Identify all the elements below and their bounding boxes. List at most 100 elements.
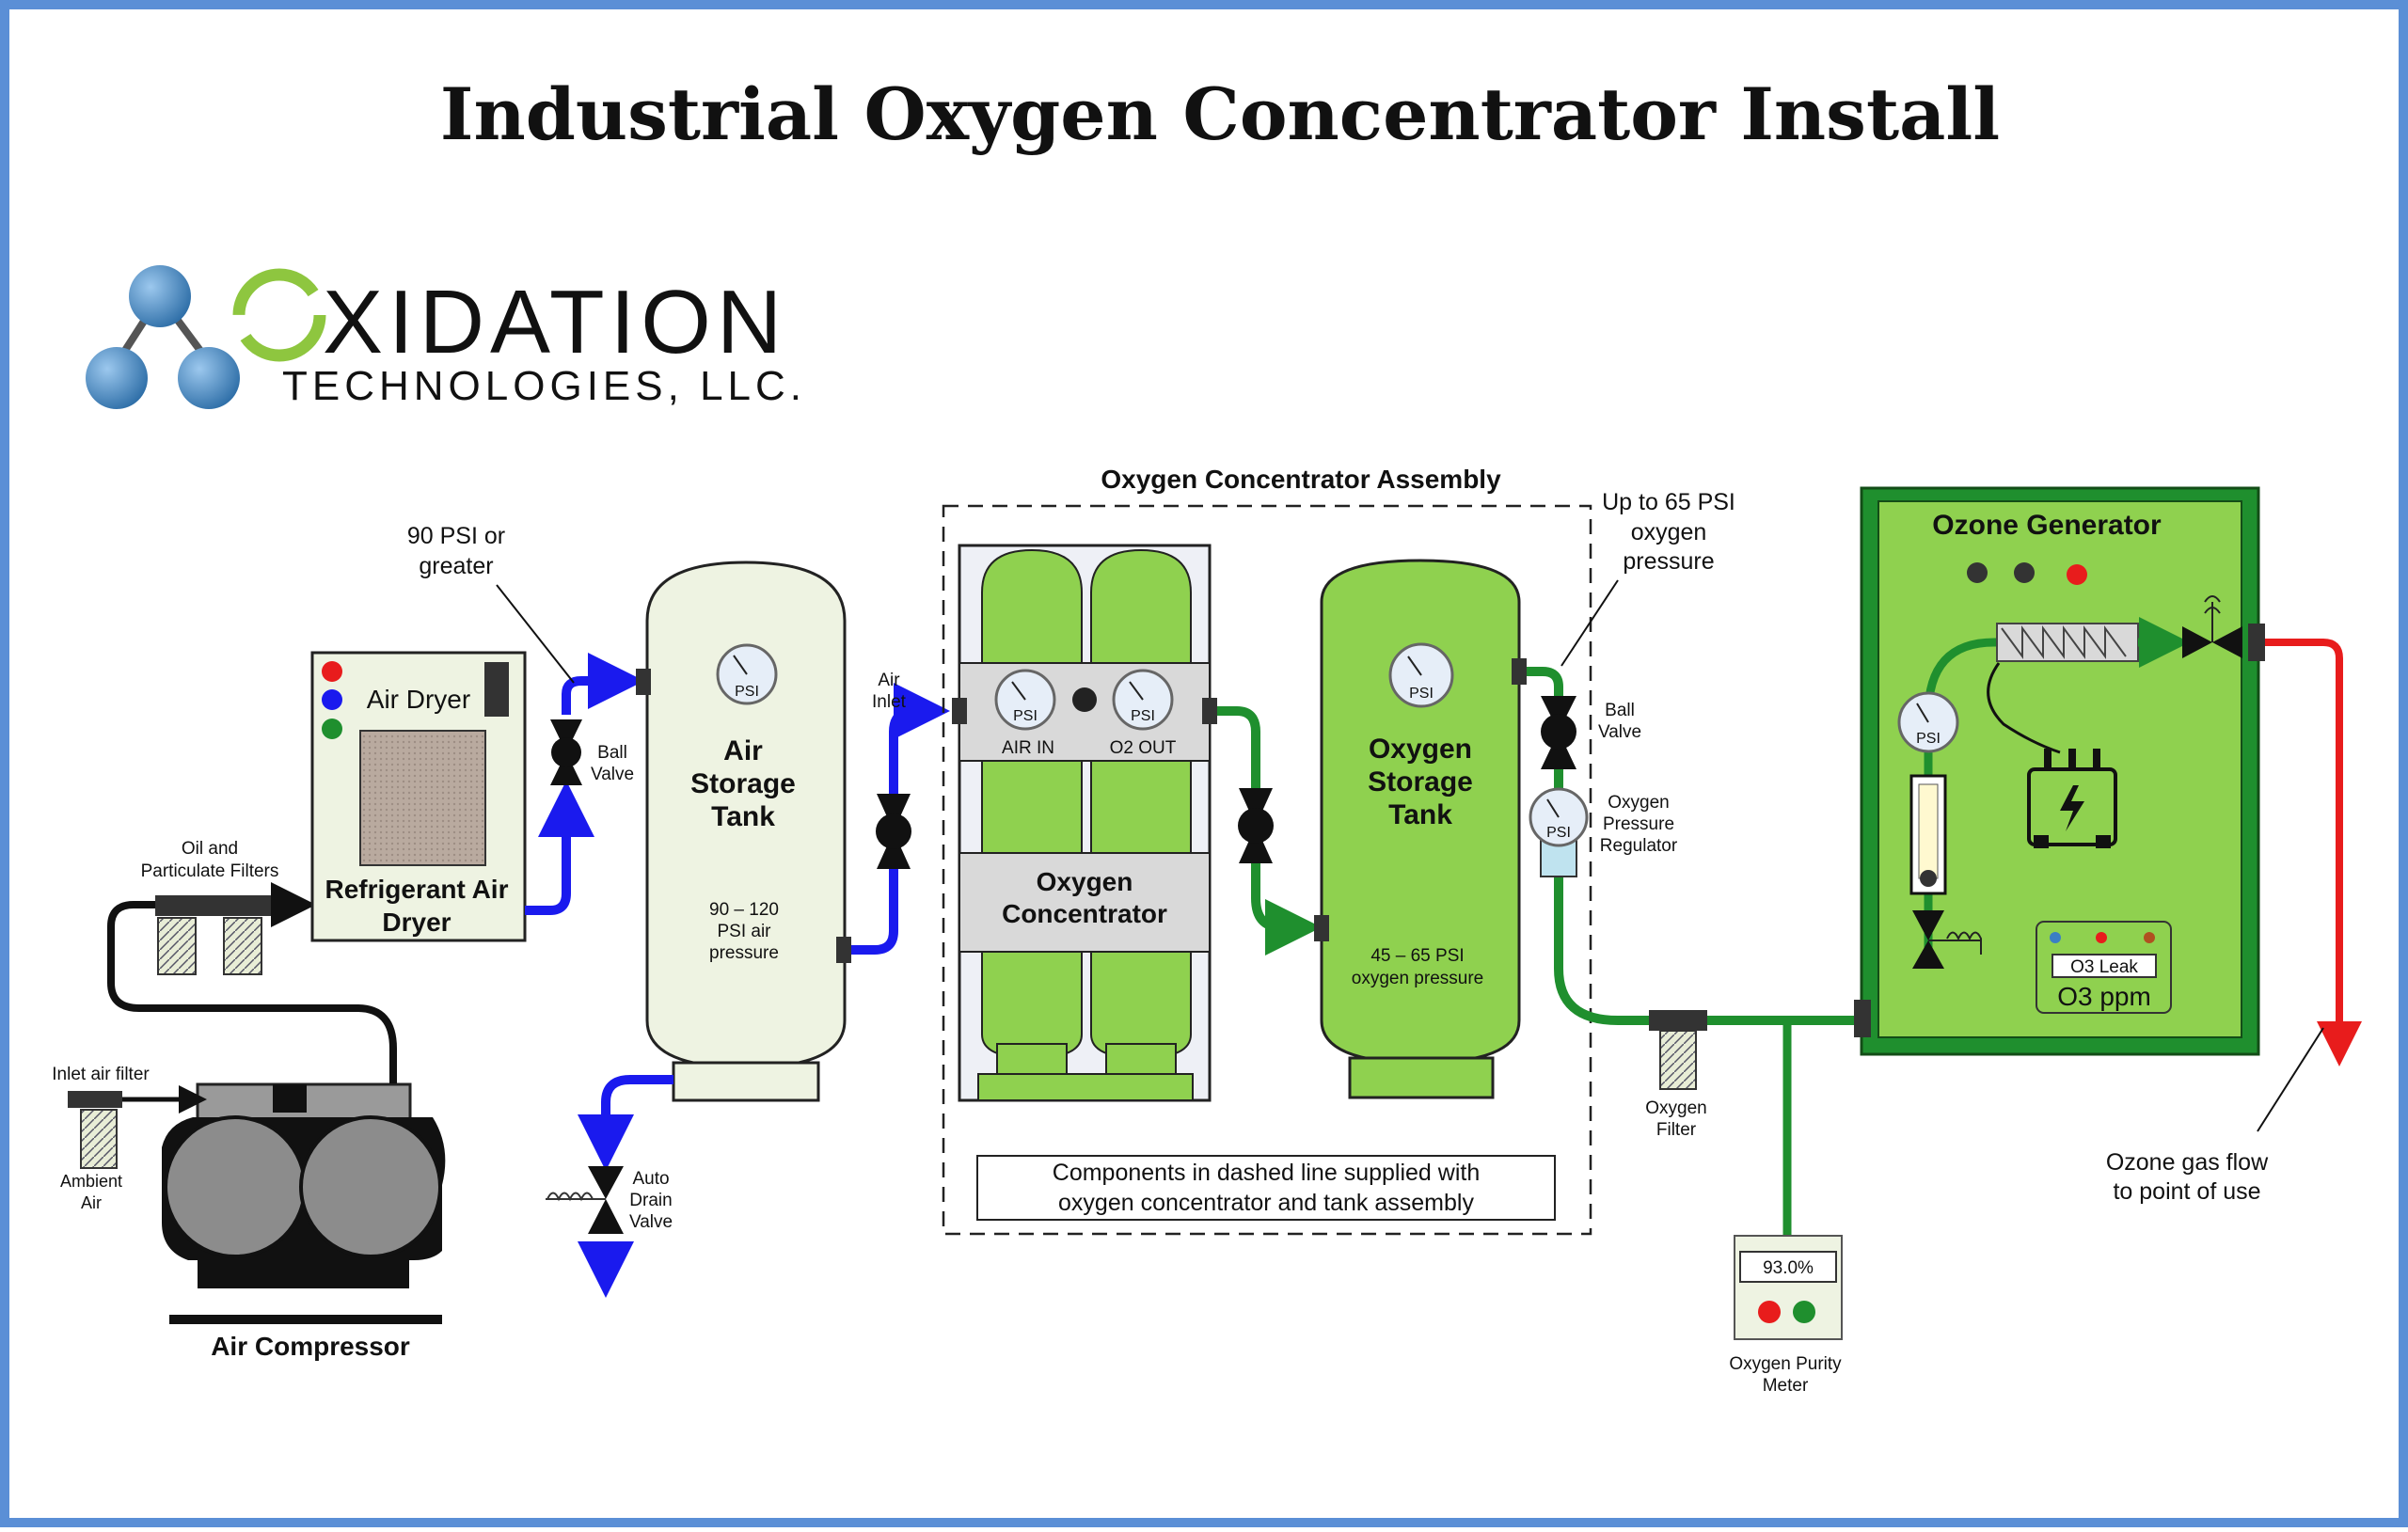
inlet-air-filter: Inlet air filter Ambient Air: [52, 1065, 207, 1212]
psi-gauge-label: PSI: [1546, 825, 1571, 841]
air-line-dryer-to-tank: [525, 781, 594, 915]
oil-filters-text-1: Oil and: [182, 839, 238, 859]
oxygen-storage-tank: PSI Oxygen Storage Tank 45 – 65 PSI oxyg…: [1314, 559, 1527, 1099]
oxygen-purity-meter: 93.0% Oxygen Purity Meter: [1729, 1235, 1843, 1396]
refrigerant-air-dryer: Air Dryer Refrigerant Air Dryer: [310, 651, 527, 942]
o2-out-text: O2 OUT: [1110, 738, 1177, 758]
ball-valve-2-text-2: Valve: [1598, 722, 1641, 742]
auto-drain-valve: Auto Drain Valve: [546, 1166, 673, 1234]
control-knob-2: [2014, 562, 2035, 583]
psi-gauge-label: PSI: [735, 684, 759, 700]
drain-line: [578, 1075, 673, 1171]
power-indicator-light: [2067, 564, 2087, 585]
logo-sub-text: TECHNOLOGIES, LLC.: [282, 363, 806, 409]
o3-leak-text: O3 Leak: [2070, 957, 2138, 977]
ozone-output-line: [2265, 639, 2362, 1066]
o2-filter-text-1: Oxygen: [1645, 1098, 1706, 1118]
concentrator-assembly-boundary: [942, 504, 1592, 1236]
air-compressor-label: Air Compressor: [211, 1332, 410, 1361]
ball-valve-2-text-1: Ball: [1605, 701, 1635, 720]
up-to-65-callout: Up to 65 PSI oxygen pressure: [1560, 489, 1735, 667]
valve-air-inlet: [876, 794, 911, 869]
o2-regulator-text-2: Pressure: [1603, 814, 1674, 834]
oxygen-pressure-regulator: PSI Oxygen Pressure Regulator: [1529, 787, 1678, 877]
ozone-flow-callout: Ozone gas flow to point of use: [2106, 1027, 2324, 1205]
oxygen-line-tank-to-ozone: [1527, 667, 1867, 1025]
o2-tank-pressure-1: 45 – 65 PSI: [1370, 946, 1464, 966]
up-to-65-text-3: pressure: [1623, 548, 1714, 575]
components-note: Components in dashed line supplied with …: [976, 1155, 1556, 1221]
components-note-text-1: Components in dashed line supplied with: [1053, 1160, 1480, 1186]
ball-valve-2: Ball Valve: [1541, 696, 1641, 769]
purity-value: 93.0%: [1763, 1258, 1814, 1278]
ball-valve-1-text-2: Valve: [591, 765, 634, 784]
indicator-dot: [1072, 687, 1097, 712]
oil-filters-text-2: Particulate Filters: [141, 861, 279, 881]
air-tank-text-2: Storage: [690, 768, 796, 799]
psi-gauge-label: PSI: [1409, 686, 1434, 702]
ambient-air-text-1: Ambient: [60, 1172, 122, 1191]
auto-drain-text-3: Valve: [629, 1212, 673, 1232]
transformer-icon: [2027, 749, 2117, 848]
air-tank-pressure-2: PSI air: [717, 922, 771, 941]
concentrator-text-1: Oxygen: [1037, 867, 1133, 896]
ozone-generator-title: Ozone Generator: [1932, 510, 2162, 541]
ozone-outlet-valve: [2182, 595, 2242, 658]
auto-drain-text-1: Auto: [632, 1169, 669, 1189]
psi90-text-2: greater: [419, 553, 493, 579]
air-compressor: [162, 1082, 446, 1324]
air-tank-pressure-gauge: PSI: [716, 643, 778, 705]
ozone-flow-text-1: Ozone gas flow: [2106, 1149, 2269, 1176]
purity-red-light: [1758, 1301, 1781, 1323]
assembly-title: Oxygen Concentrator Assembly: [1101, 465, 1501, 494]
o2-tank-text-1: Oxygen: [1369, 734, 1472, 765]
air-tank-pressure-3: pressure: [709, 943, 779, 963]
recycle-o-icon: [232, 268, 326, 362]
o2-regulator-text-3: Regulator: [1600, 836, 1678, 856]
air-in-text: AIR IN: [1002, 738, 1054, 758]
ball-valve-1: Ball Valve: [550, 719, 634, 785]
oxygen-tank-gauge: PSI: [1388, 642, 1454, 708]
air-tank-text-3: Tank: [711, 801, 775, 832]
ball-valve-1-text-1: Ball: [597, 743, 627, 763]
page-title: Industrial Oxygen Concentrator Install: [440, 72, 2000, 156]
air-tank-text-1: Air: [723, 735, 763, 766]
purity-meter-text-2: Meter: [1763, 1376, 1809, 1396]
air-inlet-text-1: Air: [878, 671, 900, 690]
o3-ppm-text: O3 ppm: [2057, 982, 2151, 1011]
o2-tank-text-2: Storage: [1368, 766, 1473, 798]
purity-meter-text-1: Oxygen Purity: [1729, 1354, 1842, 1374]
purity-green-light: [1793, 1301, 1815, 1323]
ozone-generator: Ozone Generator PSI: [1854, 486, 2265, 1056]
air-compressor-text: Air Compressor: [211, 1332, 410, 1361]
up-to-65-text-1: Up to 65 PSI: [1602, 489, 1735, 515]
valve-oxygen-1: [1238, 788, 1274, 863]
air-dryer-text: Air Dryer: [367, 685, 470, 714]
o2-filter-text-2: Filter: [1656, 1120, 1697, 1140]
components-note-text-2: oxygen concentrator and tank assembly: [1058, 1190, 1474, 1216]
inlet-air-filter-text: Inlet air filter: [52, 1065, 150, 1084]
psi90-text-1: 90 PSI or: [407, 523, 505, 549]
o2-tank-text-3: Tank: [1388, 799, 1452, 830]
oxygen-concentrator: PSI PSI AIR IN O2 OUT Oxygen Concentrato…: [952, 544, 1217, 1102]
air-in-gauge: PSI: [994, 669, 1056, 731]
psi-90-callout: 90 PSI or greater: [407, 523, 575, 684]
flow-control-valve: [1912, 910, 1982, 969]
auto-drain-text-2: Drain: [629, 1191, 672, 1210]
o2-regulator-text-1: Oxygen: [1608, 793, 1669, 813]
concentrator-text-2: Concentrator: [1002, 899, 1167, 928]
control-knob-1: [1967, 562, 1988, 583]
oxygen-filter: Oxygen Filter: [1645, 1010, 1707, 1140]
psi-gauge-label: PSI: [1916, 731, 1941, 747]
compressor-hose: [107, 901, 397, 1083]
ozone-psi-gauge: PSI: [1897, 691, 1959, 753]
air-storage-tank: PSI Air Storage Tank 90 – 120 PSI air pr…: [636, 561, 851, 1102]
company-logo: XIDATION TECHNOLOGIES, LLC.: [86, 265, 806, 409]
refrig-dryer-text-1: Refrigerant Air: [325, 875, 508, 904]
refrig-dryer-text-2: Dryer: [382, 908, 451, 937]
air-tank-pressure-1: 90 – 120: [709, 900, 779, 920]
up-to-65-text-2: oxygen: [1631, 519, 1707, 545]
